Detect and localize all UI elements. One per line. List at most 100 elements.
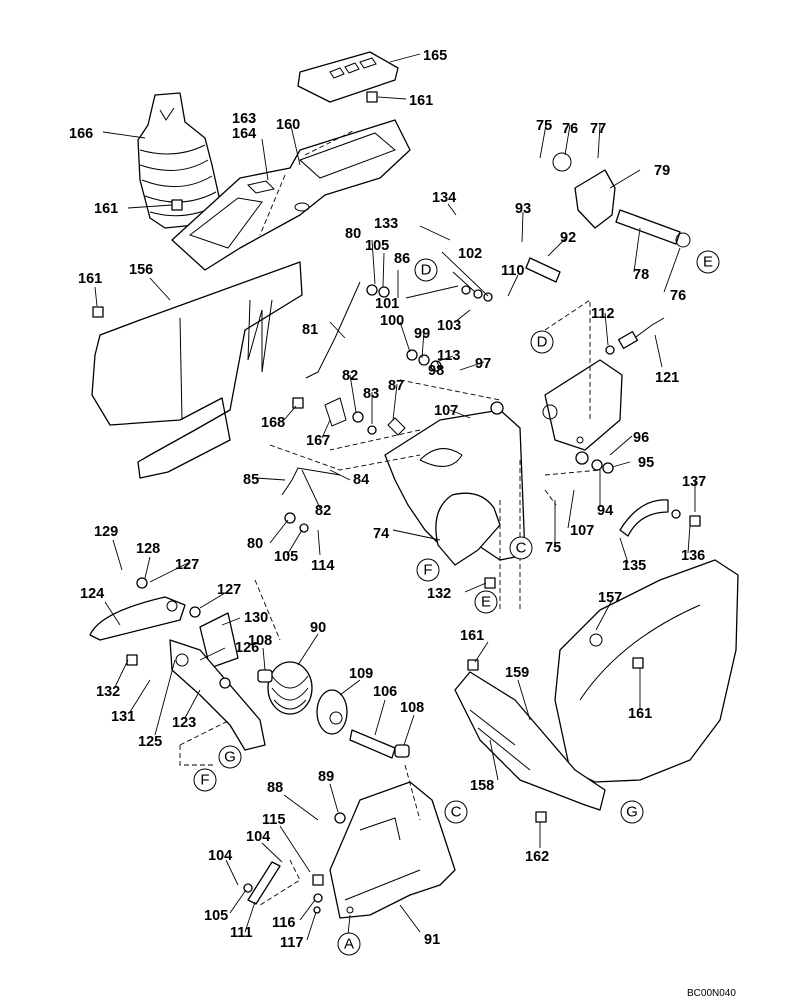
plate-part [199,612,239,669]
pedal-box-part [329,781,456,919]
part-label: 103 [437,318,461,334]
part-label: 82 [342,368,358,384]
rod-parts [281,281,406,496]
part-label: 161 [628,706,652,722]
svg-text:G: G [626,804,638,821]
ref-circle-c: C [444,800,468,824]
part-label: 128 [136,541,160,557]
part-label: 161 [78,271,102,287]
part-label: 113 [437,348,460,364]
part-label: 158 [470,778,494,794]
svg-text:F: F [423,562,432,579]
part-label: 104 [208,848,232,864]
part-label: 106 [373,684,397,700]
part-label: 77 [590,121,606,137]
part-label: 111 [230,925,253,941]
part-label: 101 [375,296,399,312]
part-label: 82 [315,503,331,519]
part-label: 129 [94,524,118,540]
part-label: 159 [505,665,529,681]
control-bracket-part [384,409,526,566]
svg-text:C: C [516,540,527,557]
part-label: 161 [460,628,484,644]
part-label: 137 [682,474,706,490]
left-side-cover-part [91,261,303,479]
part-label: 83 [363,386,379,402]
pedal-arm-part [89,596,186,641]
part-label: 116 [272,915,295,931]
guard-part [619,499,669,537]
part-label: 164 [232,126,256,142]
part-label: 161 [409,93,433,109]
part-label: 134 [432,190,456,206]
ref-circle-g: G [620,800,644,824]
part-label: 108 [400,700,424,716]
part-label: 110 [501,263,524,279]
part-label: 162 [525,849,549,865]
spring-roller-parts [257,661,410,759]
drawing-code: BC00N040 [687,988,736,999]
part-label: 125 [138,734,162,750]
part-label: 90 [310,620,326,636]
ref-circle-f: F [416,558,440,582]
console-cover-part [171,119,411,271]
part-label: 107 [434,403,458,419]
part-label: 136 [681,548,705,564]
part-label: 157 [598,590,622,606]
part-label: 121 [655,370,679,386]
svg-text:A: A [344,936,354,953]
part-label: 130 [244,610,268,626]
cable-part [617,317,665,349]
part-label: 79 [654,163,670,179]
part-label: 92 [560,230,576,246]
part-label: 126 [235,640,259,656]
part-label: 105 [365,238,389,254]
dashed-lines [179,129,601,906]
part-label: 165 [423,48,447,64]
part-label: 88 [267,780,283,796]
part-label: 133 [374,216,398,232]
part-label: 161 [94,201,118,217]
pedal-bracket-part [169,639,266,751]
leader-lines [94,53,696,941]
right-side-cover-part [554,559,739,783]
part-label: 167 [306,433,330,449]
part-label: 76 [562,121,578,137]
part-label: 78 [633,267,649,283]
svg-text:F: F [200,772,209,789]
part-label: 123 [172,715,196,731]
part-label: 114 [311,558,334,574]
part-label: 105 [204,908,228,924]
svg-text:E: E [703,254,713,271]
svg-text:D: D [537,334,548,351]
part-label: 135 [622,558,646,574]
part-label: 117 [280,935,303,951]
part-label: 76 [670,288,686,304]
switch-panel-part [297,51,399,103]
part-label: 80 [247,536,263,552]
part-label: 86 [394,251,410,267]
ref-circle-d: D [414,258,438,282]
under-cover-part [454,671,606,811]
part-label: 100 [380,313,404,329]
part-label: 132 [96,684,120,700]
part-label: 94 [597,503,613,519]
part-label: 93 [515,201,531,217]
part-label: 115 [262,812,285,828]
part-number-labels: 165 161 166 161 163 164 160 161 156 134 … [69,48,706,951]
part-label: 89 [318,769,334,785]
ref-circle-e: E [696,250,720,274]
part-label: 127 [217,582,241,598]
part-label: 95 [638,455,654,471]
part-label: 160 [276,117,300,133]
part-label: 156 [129,262,153,278]
part-label: 74 [373,526,389,542]
part-label: 75 [536,118,552,134]
part-label: 109 [349,666,373,682]
part-label: 107 [570,523,594,539]
part-label: 99 [414,326,430,342]
part-label: 168 [261,415,285,431]
part-label: 98 [428,363,444,379]
reference-circles: D D E E C C F F G G A [193,250,720,956]
